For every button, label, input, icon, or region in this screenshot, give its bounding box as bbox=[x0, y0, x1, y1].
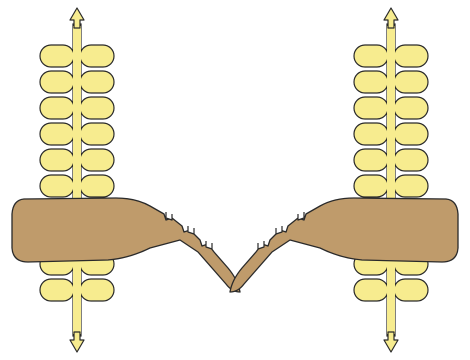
comb-tooth bbox=[80, 175, 114, 197]
comb-bottom-tip bbox=[70, 332, 84, 352]
comb-tooth bbox=[40, 45, 74, 67]
comb-tooth bbox=[40, 71, 74, 93]
comb-tooth bbox=[354, 175, 388, 197]
comb-bottom-tip bbox=[384, 332, 398, 352]
comb-tooth bbox=[80, 45, 114, 67]
comb-tooth bbox=[394, 123, 428, 145]
comb-tooth bbox=[40, 97, 74, 119]
comb-tooth bbox=[80, 97, 114, 119]
clamp-arm-notch bbox=[298, 212, 304, 220]
comb-tooth bbox=[80, 123, 114, 145]
comb-tooth bbox=[40, 149, 74, 171]
clamp-arm-notch bbox=[166, 212, 172, 220]
comb-tooth bbox=[40, 123, 74, 145]
clamp-arm-notch bbox=[258, 241, 264, 249]
comb-tooth bbox=[354, 45, 388, 67]
comb-tooth bbox=[354, 123, 388, 145]
comb-top-tip bbox=[70, 8, 84, 28]
comb-tooth bbox=[394, 45, 428, 67]
comb-tooth bbox=[40, 279, 74, 301]
comb-tooth bbox=[354, 279, 388, 301]
clamp-arm-notch bbox=[188, 226, 194, 234]
comb-top-tip bbox=[384, 8, 398, 28]
comb-tooth bbox=[354, 97, 388, 119]
comb-tooth bbox=[394, 97, 428, 119]
right-comb bbox=[354, 8, 428, 352]
comb-tooth bbox=[354, 149, 388, 171]
comb-tooth bbox=[80, 71, 114, 93]
left-comb bbox=[40, 8, 114, 352]
comb-tooth bbox=[394, 149, 428, 171]
clamp-arm-notch bbox=[276, 226, 282, 234]
comb-tooth bbox=[80, 149, 114, 171]
comb-tooth bbox=[394, 279, 428, 301]
comb-tooth bbox=[394, 175, 428, 197]
clamp-arm-notch bbox=[206, 241, 212, 249]
comb-tooth bbox=[40, 175, 74, 197]
comb-tooth bbox=[80, 279, 114, 301]
comb-tooth bbox=[354, 71, 388, 93]
comb-tooth bbox=[394, 71, 428, 93]
